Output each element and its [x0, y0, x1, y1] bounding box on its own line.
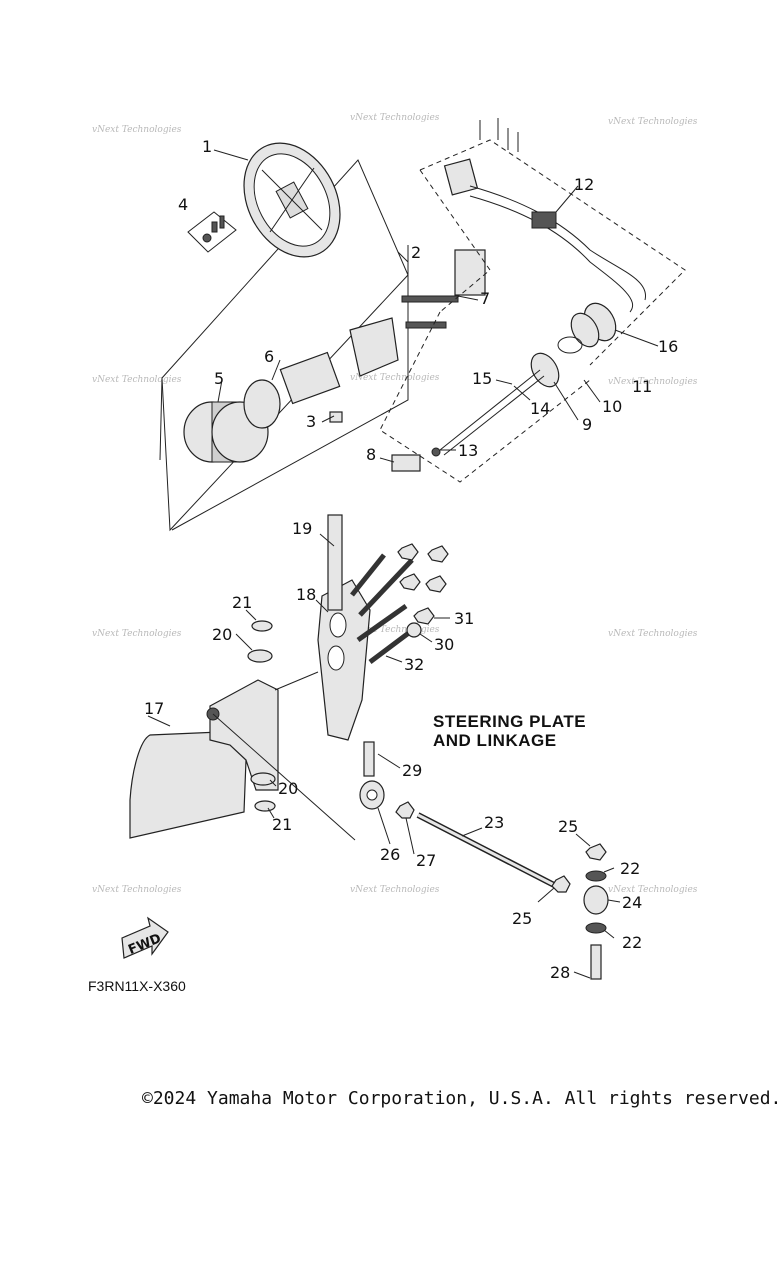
watermark: vNext Technologies	[350, 113, 440, 123]
watermark: vNext Technologies	[350, 373, 440, 383]
leader-lines	[147, 149, 659, 979]
callout-29: 29	[402, 761, 422, 780]
callout-30: 30	[434, 635, 454, 654]
callout-5: 5	[214, 369, 224, 388]
watermark: vNext Technologies	[92, 375, 182, 385]
callout-28: 28	[550, 963, 570, 982]
callout-10: 10	[602, 397, 622, 416]
cap-hardware	[187, 211, 237, 253]
callout-26: 26	[380, 845, 400, 864]
callout-12: 12	[574, 175, 594, 194]
callout-24: 24	[622, 893, 642, 912]
diagram-title-line2: AND LINKAGE	[433, 731, 557, 750]
linkage-rod	[359, 741, 609, 980]
watermark: vNext Technologies	[608, 377, 698, 387]
cable-boot-parts	[391, 302, 617, 472]
callout-20b: 20	[278, 779, 298, 798]
callout-16: 16	[658, 337, 678, 356]
diagram-title-line1: STEERING PLATE	[433, 712, 586, 731]
callout-22b: 22	[622, 933, 642, 952]
callout-25a: 25	[558, 817, 578, 836]
callout-9: 9	[582, 415, 592, 434]
watermark: vNext Technologies	[608, 629, 698, 639]
steering-arm-bracket	[129, 620, 356, 841]
callout-31: 31	[454, 609, 474, 628]
steering-plate	[317, 514, 371, 741]
callout-13: 13	[458, 441, 478, 460]
callout-8: 8	[366, 445, 376, 464]
watermark: vNext Technologies	[92, 629, 182, 639]
column-assembly	[183, 249, 486, 463]
copyright-notice: ©2024 Yamaha Motor Corporation, U.S.A. A…	[142, 1088, 781, 1109]
watermark: vNext Technologies	[92, 125, 182, 135]
callout-20a: 20	[212, 625, 232, 644]
figure-code: F3RN11X-X360	[88, 978, 186, 994]
callout-7: 7	[480, 289, 490, 308]
callout-14: 14	[530, 399, 550, 418]
watermark: vNext Technologies	[608, 885, 698, 895]
callout-27: 27	[416, 851, 436, 870]
watermark: vNext Technologies	[92, 885, 182, 895]
callout-25b: 25	[512, 909, 532, 928]
callout-11: 11	[632, 377, 652, 396]
callout-21b: 21	[272, 815, 292, 834]
callout-2: 2	[411, 243, 421, 262]
callout-19: 19	[292, 519, 312, 538]
callout-22a: 22	[620, 859, 640, 878]
watermark: vNext Technologies	[350, 885, 440, 895]
callout-18: 18	[296, 585, 316, 604]
cable-assembly-frame	[379, 139, 686, 483]
callouts: 1 2 3 4 5 6 7 8 9 10 11 12 13 14 15 16 1…	[144, 137, 678, 982]
callout-23: 23	[484, 813, 504, 832]
steering-cable	[443, 118, 646, 313]
watermarks: vNext Technologies vNext Technologies vN…	[92, 113, 698, 895]
fwd-arrow: FWD	[121, 916, 169, 959]
callout-17: 17	[144, 699, 164, 718]
watermark: vNext Technologies	[608, 117, 698, 127]
callout-32: 32	[404, 655, 424, 674]
bolts-nuts	[350, 543, 449, 664]
callout-21a: 21	[232, 593, 252, 612]
steering-wheel	[243, 142, 341, 258]
callout-6: 6	[264, 347, 274, 366]
watermark: vNext Technologies	[350, 625, 440, 635]
callout-3: 3	[306, 412, 316, 431]
callout-4: 4	[178, 195, 188, 214]
callout-1: 1	[202, 137, 212, 156]
callout-15: 15	[472, 369, 492, 388]
